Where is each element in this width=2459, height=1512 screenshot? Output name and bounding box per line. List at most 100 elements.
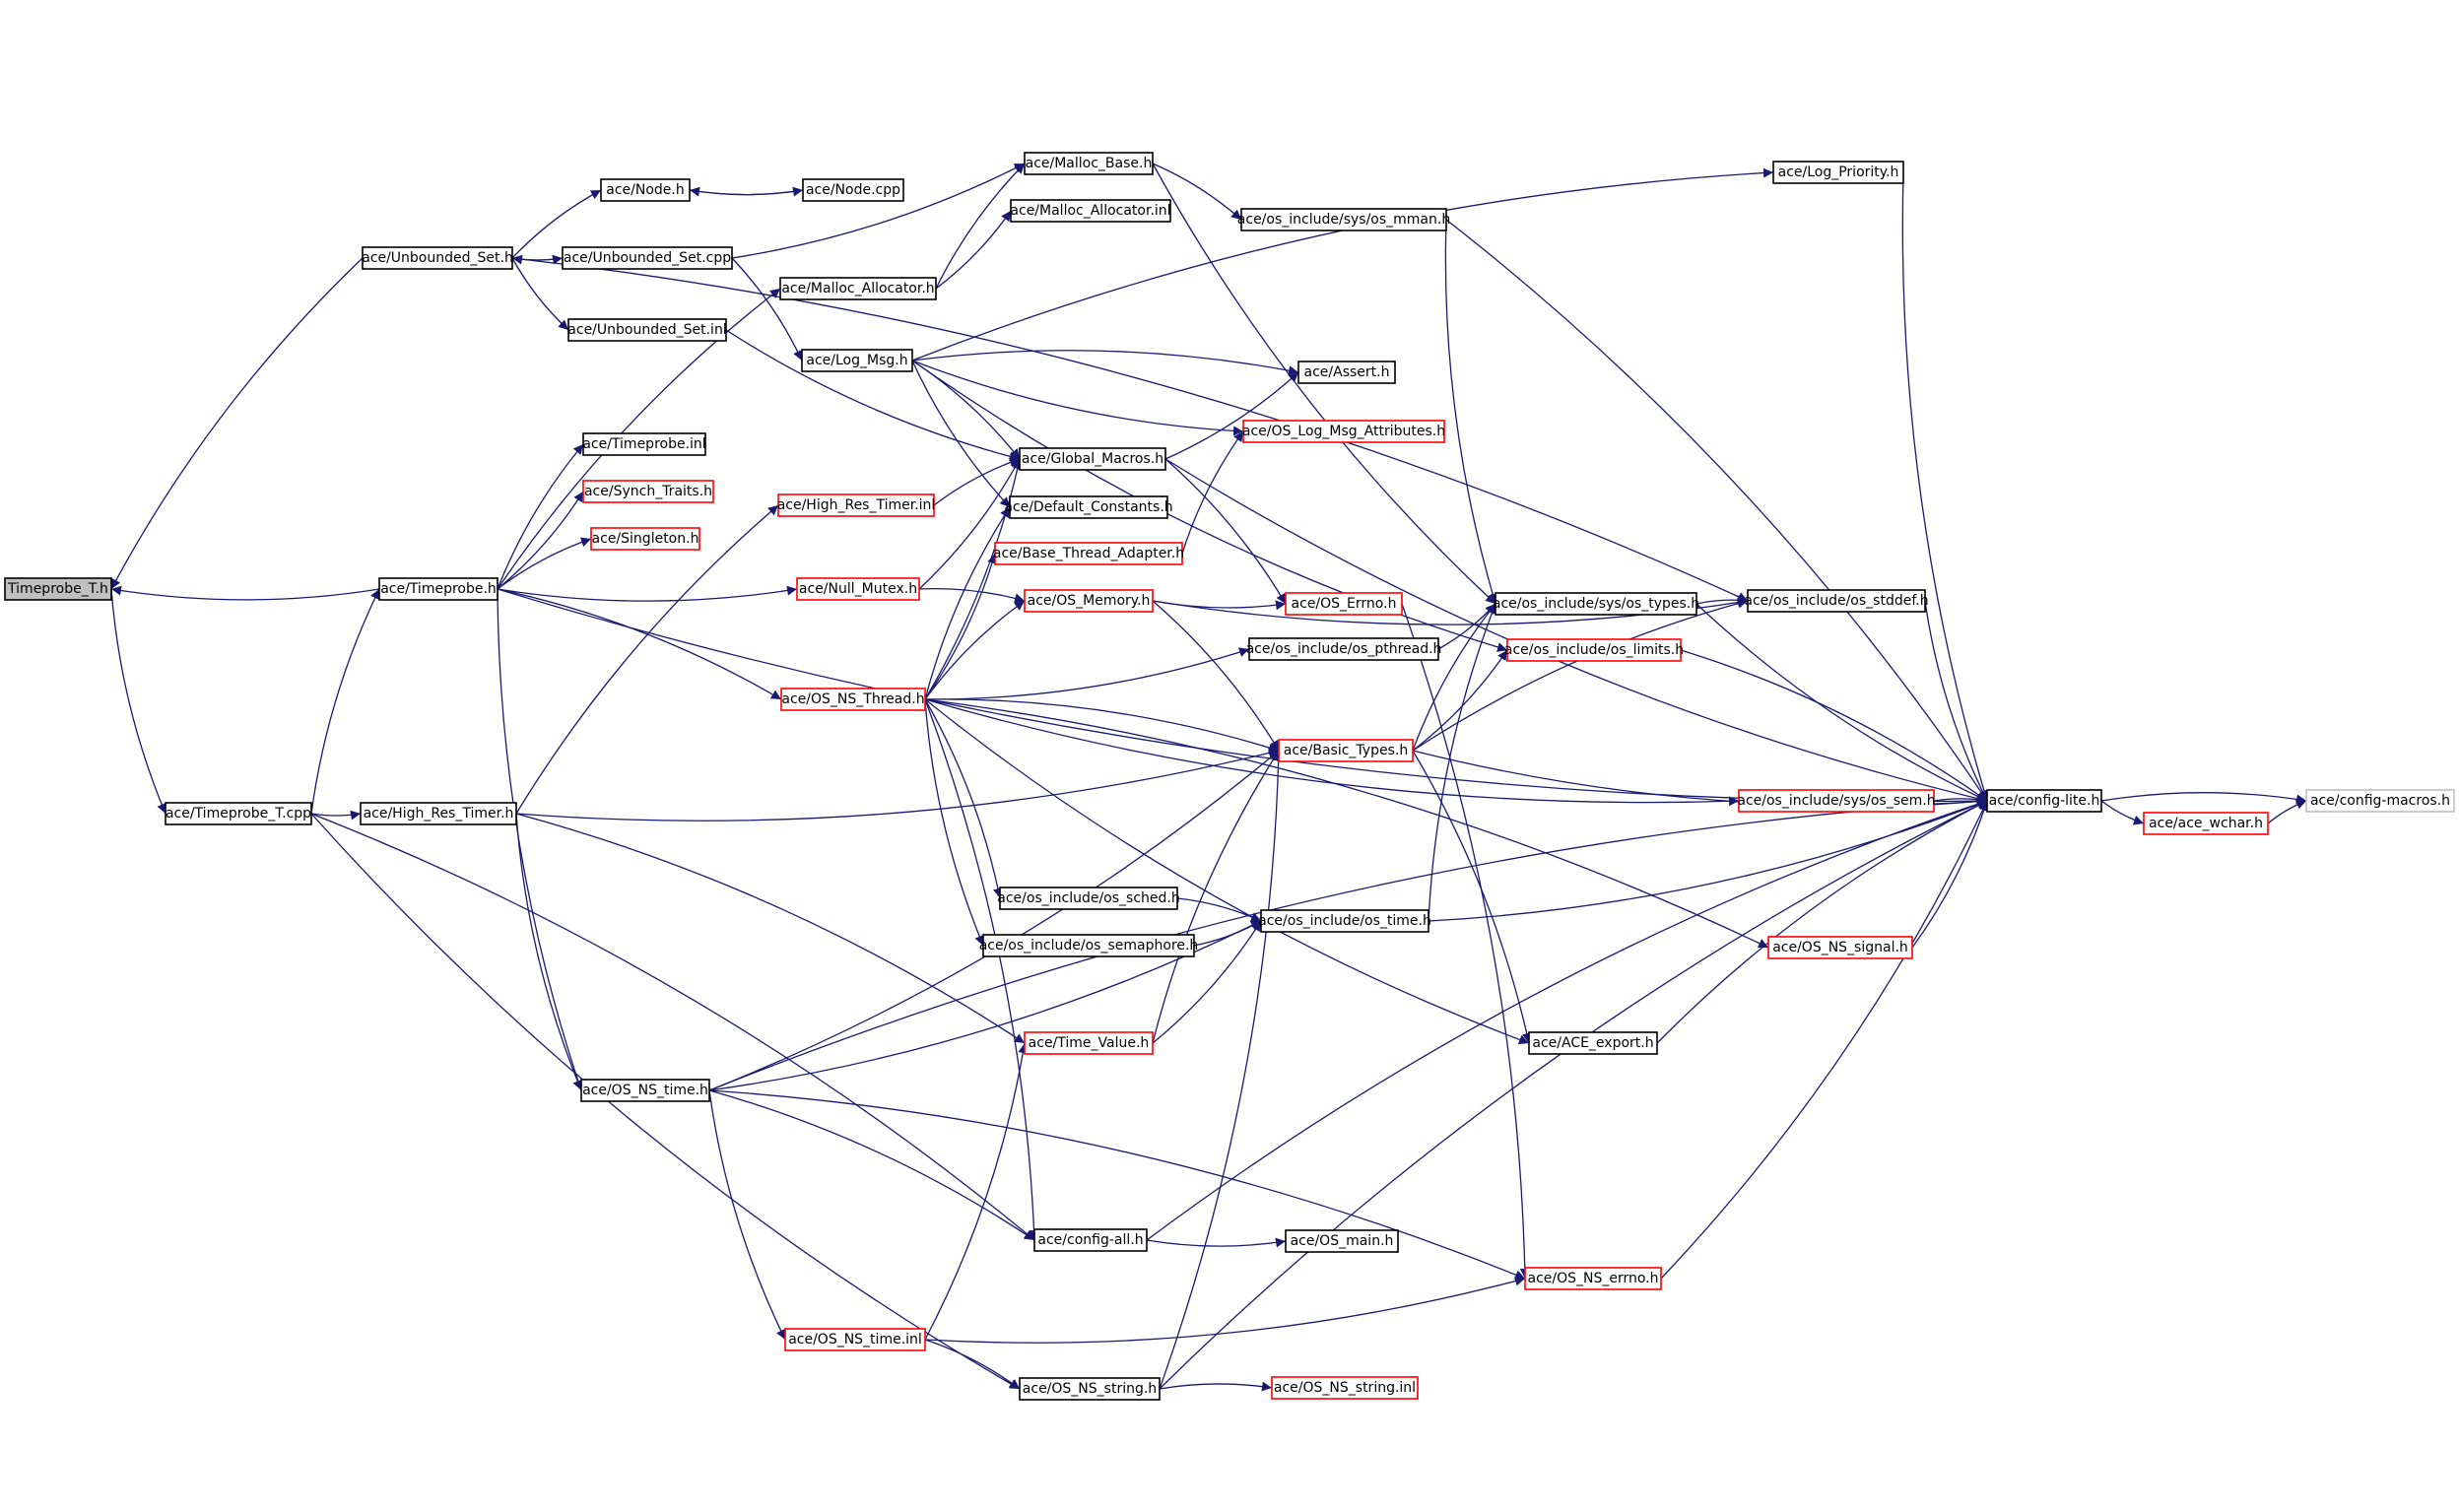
node-os-ns-time-h[interactable]: ace/OS_NS_time.h bbox=[580, 1079, 710, 1102]
edge-os-ns-string-h-to-os-ns-string-inl bbox=[1159, 1381, 1273, 1392]
node-unbounded-set-inl[interactable]: ace/Unbounded_Set.inl bbox=[567, 318, 727, 342]
node-label: ace/OS_NS_signal.h bbox=[1772, 940, 1908, 955]
node-label: ace/Unbounded_Set.cpp bbox=[564, 250, 731, 266]
edge-log-priority-h-to-config-lite-h bbox=[1901, 171, 1989, 802]
node-label: ace/OS_NS_errno.h bbox=[1527, 1271, 1658, 1286]
node-os-errno-h[interactable]: ace/OS_Errno.h bbox=[1285, 592, 1403, 616]
edge-os-ns-thread-h-to-os-memory-h bbox=[924, 600, 1026, 700]
node-malloc-base-h[interactable]: ace/Malloc_Base.h bbox=[1024, 152, 1154, 175]
node-os-sem-h[interactable]: ace/os_include/sys/os_sem.h bbox=[1737, 789, 1936, 813]
node-global-macros-h[interactable]: ace/Global_Macros.h bbox=[1019, 447, 1166, 471]
node-box bbox=[567, 318, 727, 342]
edge-unbounded-set-h-to-unbounded-set-inl bbox=[511, 257, 569, 331]
node-ace-export-h[interactable]: ace/ACE_export.h bbox=[1528, 1031, 1658, 1055]
node-malloc-allocator-h[interactable]: ace/Malloc_Allocator.h bbox=[779, 277, 937, 300]
edge-timeprobe-h-to-null-mutex-h bbox=[497, 585, 798, 602]
node-box bbox=[1495, 592, 1697, 616]
edge-os-ns-thread-h-to-basic-types-h bbox=[924, 698, 1280, 753]
node-unbounded-set-h[interactable]: ace/Unbounded_Set.h bbox=[362, 246, 513, 270]
node-os-ns-string-inl[interactable]: ace/OS_NS_string.inl bbox=[1271, 1376, 1419, 1400]
node-log-priority-h[interactable]: ace/Log_Priority.h bbox=[1772, 161, 1904, 184]
node-box bbox=[1240, 208, 1447, 231]
node-timeprobe-h[interactable]: ace/Timeprobe.h bbox=[378, 577, 498, 601]
edge-os-stddef-h-to-config-lite-h bbox=[1924, 600, 1988, 802]
node-os-types-h[interactable]: ace/os_include/sys/os_types.h bbox=[1493, 592, 1699, 616]
node-os-limits-h[interactable]: ace/os_include/os_limits.h bbox=[1504, 638, 1684, 662]
node-config-lite-h[interactable]: ace/config-lite.h bbox=[1986, 789, 2102, 813]
node-os-ns-time-inl[interactable]: ace/OS_NS_time.inl bbox=[784, 1328, 926, 1351]
node-base-thread-adapter-h[interactable]: ace/Base_Thread_Adapter.h bbox=[993, 542, 1184, 565]
node-label: ace/Singleton.h bbox=[592, 531, 699, 547]
edge-log-msg-h-to-os-limits-h bbox=[911, 360, 1508, 652]
edge-timeprobe-t-cpp-to-os-ns-string-h bbox=[310, 813, 1021, 1390]
node-os-mman-h[interactable]: ace/os_include/sys/os_mman.h bbox=[1237, 208, 1450, 231]
node-os-ns-errno-h[interactable]: ace/OS_NS_errno.h bbox=[1524, 1267, 1662, 1290]
node-synch-traits-h[interactable]: ace/Synch_Traits.h bbox=[582, 480, 714, 503]
node-box bbox=[362, 246, 513, 270]
node-node-cpp[interactable]: ace/Node.cpp bbox=[802, 178, 904, 202]
node-assert-h[interactable]: ace/Assert.h bbox=[1297, 361, 1396, 384]
edge-os-ns-string-h-to-config-lite-h bbox=[1159, 800, 1988, 1390]
node-label: ace/OS_NS_string.inl bbox=[1274, 1380, 1416, 1396]
node-label: ace/Log_Priority.h bbox=[1778, 164, 1899, 180]
node-os-include-os-semaphore-h[interactable]: ace/os_include/os_semaphore.h bbox=[979, 934, 1199, 957]
node-unbounded-set-cpp[interactable]: ace/Unbounded_Set.cpp bbox=[562, 246, 733, 270]
edge-ace-export-h-to-config-lite-h bbox=[1656, 800, 1988, 1044]
node-malloc-allocator-inl[interactable]: ace/Malloc_Allocator.inl bbox=[1010, 199, 1171, 223]
node-os-ns-signal-h[interactable]: ace/OS_NS_signal.h bbox=[1767, 936, 1913, 959]
node-box bbox=[582, 432, 706, 456]
edge-unbounded-set-h-to-os-stddef-h bbox=[511, 257, 1749, 602]
edge-malloc-allocator-h-to-malloc-base-h bbox=[935, 163, 1026, 290]
node-box bbox=[360, 802, 517, 825]
node-basic-types-h[interactable]: ace/Basic_Types.h bbox=[1278, 739, 1414, 762]
edge-high-res-timer-inl-to-global-macros-h bbox=[933, 457, 1021, 506]
edge-high-res-timer-h-to-time-value-h bbox=[515, 813, 1026, 1044]
node-os-log-msg-attributes-h[interactable]: ace/OS_Log_Msg_Attributes.h bbox=[1242, 420, 1445, 443]
edge-malloc-base-h-to-os-types-h bbox=[1152, 163, 1496, 605]
node-box bbox=[582, 480, 714, 503]
edge-global-macros-h-to-os-errno-h bbox=[1164, 458, 1287, 605]
node-label: ace/Log_Msg.h bbox=[806, 353, 907, 368]
edge-config-all-h-to-config-lite-h bbox=[1146, 799, 1988, 1241]
node-node-h[interactable]: ace/Node.h bbox=[600, 178, 691, 202]
node-timeprobe-t-cpp[interactable]: ace/Timeprobe_T.cpp bbox=[165, 802, 312, 825]
edge-global-macros-h-to-config-lite-h bbox=[1164, 458, 1988, 804]
node-box bbox=[802, 178, 904, 202]
node-null-mutex-h[interactable]: ace/Null_Mutex.h bbox=[796, 577, 920, 601]
edge-os-ns-thread-h-to-os-include-os-semaphore-h bbox=[924, 698, 984, 947]
node-os-memory-h[interactable]: ace/OS_Memory.h bbox=[1024, 589, 1154, 613]
node-os-include-os-pthread-h[interactable]: ace/os_include/os_pthread.h bbox=[1246, 637, 1442, 661]
node-config-all-h[interactable]: ace/config-all.h bbox=[1033, 1228, 1148, 1252]
node-timeprobe-inl[interactable]: ace/Timeprobe.inl bbox=[582, 432, 706, 456]
node-box bbox=[1260, 909, 1429, 933]
node-label: ace/config-lite.h bbox=[1989, 793, 2100, 809]
node-os-ns-string-h[interactable]: ace/OS_NS_string.h bbox=[1019, 1377, 1161, 1401]
node-time-value-h[interactable]: ace/Time_Value.h bbox=[1024, 1031, 1154, 1055]
node-os-ns-thread-h[interactable]: ace/OS_NS_Thread.h bbox=[780, 688, 926, 711]
node-label: ace/Default_Constants.h bbox=[1004, 499, 1172, 515]
node-os-stddef-h[interactable]: ace/os_include/os_stddef.h bbox=[1744, 589, 1929, 613]
node-log-msg-h[interactable]: ace/Log_Msg.h bbox=[801, 349, 913, 372]
edge-os-ns-time-h-to-os-ns-errno-h bbox=[708, 1089, 1526, 1280]
node-os-include-os-sched-h[interactable]: ace/os_include/os_sched.h bbox=[997, 887, 1180, 910]
edge-os-include-os-semaphore-h-to-os-include-os-time-h bbox=[1193, 920, 1262, 947]
node-os-include-os-time-h[interactable]: ace/os_include/os_time.h bbox=[1258, 909, 1431, 933]
node-singleton-h[interactable]: ace/Singleton.h bbox=[590, 527, 700, 551]
node-ace-wchar-h[interactable]: ace/ace_wchar.h bbox=[2143, 812, 2269, 835]
node-config-macros-h[interactable]: ace/config-macros.h bbox=[2305, 789, 2455, 813]
node-box bbox=[1024, 589, 1154, 613]
edge-basic-types-h-to-os-stddef-h bbox=[1412, 598, 1749, 752]
node-high-res-timer-h[interactable]: ace/High_Res_Timer.h bbox=[360, 802, 517, 825]
node-box bbox=[1024, 152, 1154, 175]
edge-unbounded-set-h-to-timeprobe-t-h bbox=[110, 257, 364, 590]
node-os-main-h[interactable]: ace/OS_main.h bbox=[1285, 1229, 1399, 1253]
node-label: ace/Node.cpp bbox=[806, 182, 900, 198]
edge-os-types-h-to-config-lite-h bbox=[1695, 603, 1988, 802]
node-default-constants-h[interactable]: ace/Default_Constants.h bbox=[1004, 495, 1173, 519]
edge-malloc-allocator-h-to-malloc-allocator-inl bbox=[935, 210, 1012, 290]
node-high-res-timer-inl[interactable]: ace/High_Res_Timer.inl bbox=[777, 493, 936, 517]
edge-timeprobe-h-to-timeprobe-inl bbox=[497, 443, 584, 590]
edge-global-macros-h-to-assert-h bbox=[1164, 371, 1299, 460]
node-box bbox=[1019, 447, 1166, 471]
node-timeprobe-t-h[interactable]: Timeprobe_T.h bbox=[4, 577, 112, 601]
